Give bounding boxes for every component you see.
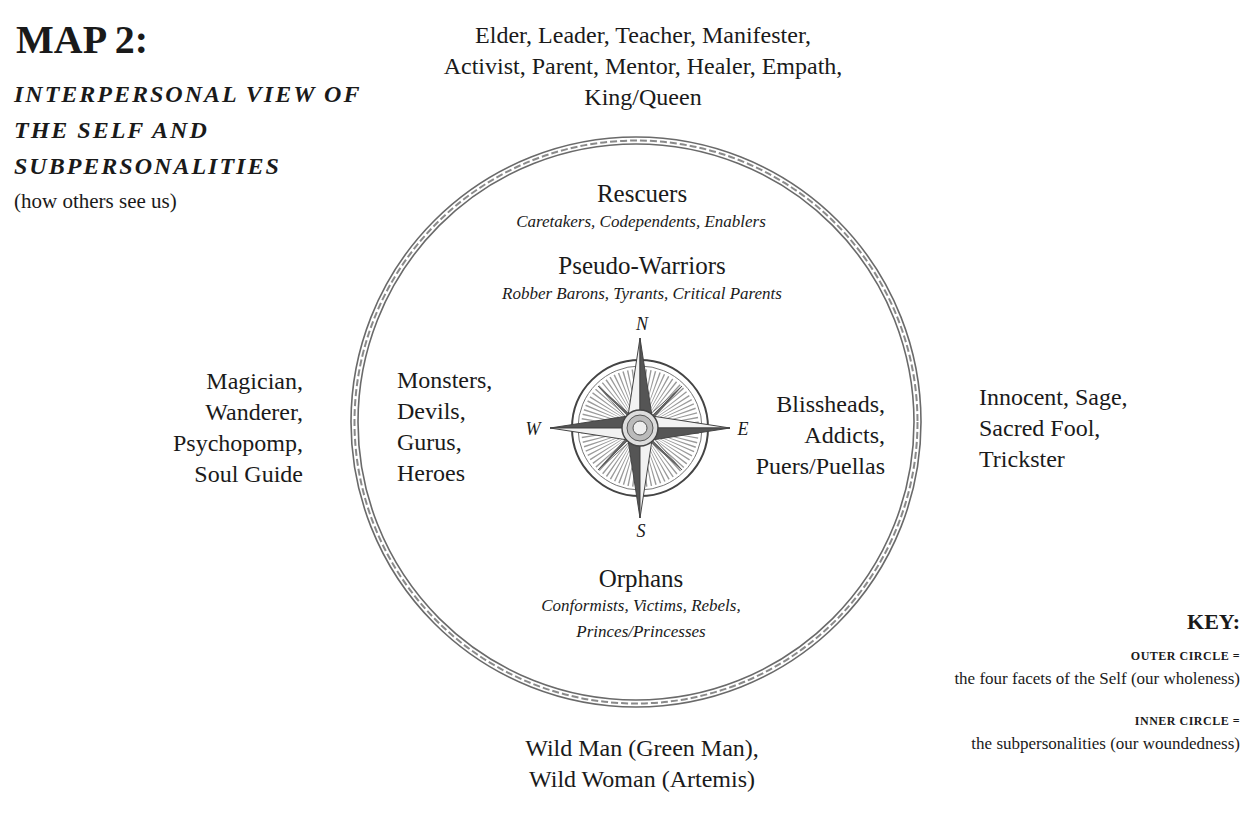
- group-heading: Orphans: [599, 563, 684, 594]
- facet-list: Wild Man (Green Man), Wild Woman (Artemi…: [512, 733, 772, 795]
- key-heading: KEY:: [1187, 608, 1240, 636]
- key-term: INNER CIRCLE =: [1135, 714, 1240, 729]
- subtitle-note: (how others see us): [14, 188, 177, 214]
- compass-letter: S: [637, 520, 646, 543]
- group-members: Robber Barons, Tyrants, Critical Parents: [502, 283, 782, 304]
- map-subtitle: INTERPERSONAL VIEW OF THE SELF AND SUBPE…: [14, 76, 386, 184]
- facet-list: Magician, Wanderer, Psychopomp, Soul Gui…: [153, 366, 303, 490]
- group-list: Monsters, Devils, Gurus, Heroes: [397, 365, 512, 489]
- compass-letter: W: [526, 418, 541, 441]
- compass-letter: E: [738, 418, 749, 441]
- group-members: Conformists, Victims, Rebels, Princes/Pr…: [541, 593, 741, 645]
- key-term: OUTER CIRCLE =: [1131, 649, 1240, 664]
- group-heading: Rescuers: [597, 178, 687, 209]
- key-definition: the subpersonalities (our woundedness): [971, 733, 1240, 754]
- subpersonality-circle: RescuersCaretakers, Codependents, Enable…: [349, 135, 923, 709]
- map-title: MAP 2:: [16, 17, 148, 63]
- key-definition: the four facets of the Self (our wholene…: [954, 668, 1240, 689]
- compass-letter: N: [636, 313, 648, 336]
- group-members: Caretakers, Codependents, Enablers: [516, 211, 766, 232]
- group-list: Blissheads, Addicts, Puers/Puellas: [745, 389, 885, 482]
- facet-list: Elder, Leader, Teacher, Manifester, Acti…: [443, 20, 843, 113]
- group-heading: Pseudo-Warriors: [558, 250, 725, 281]
- facet-list: Innocent, Sage, Sacred Fool, Trickster: [979, 382, 1129, 475]
